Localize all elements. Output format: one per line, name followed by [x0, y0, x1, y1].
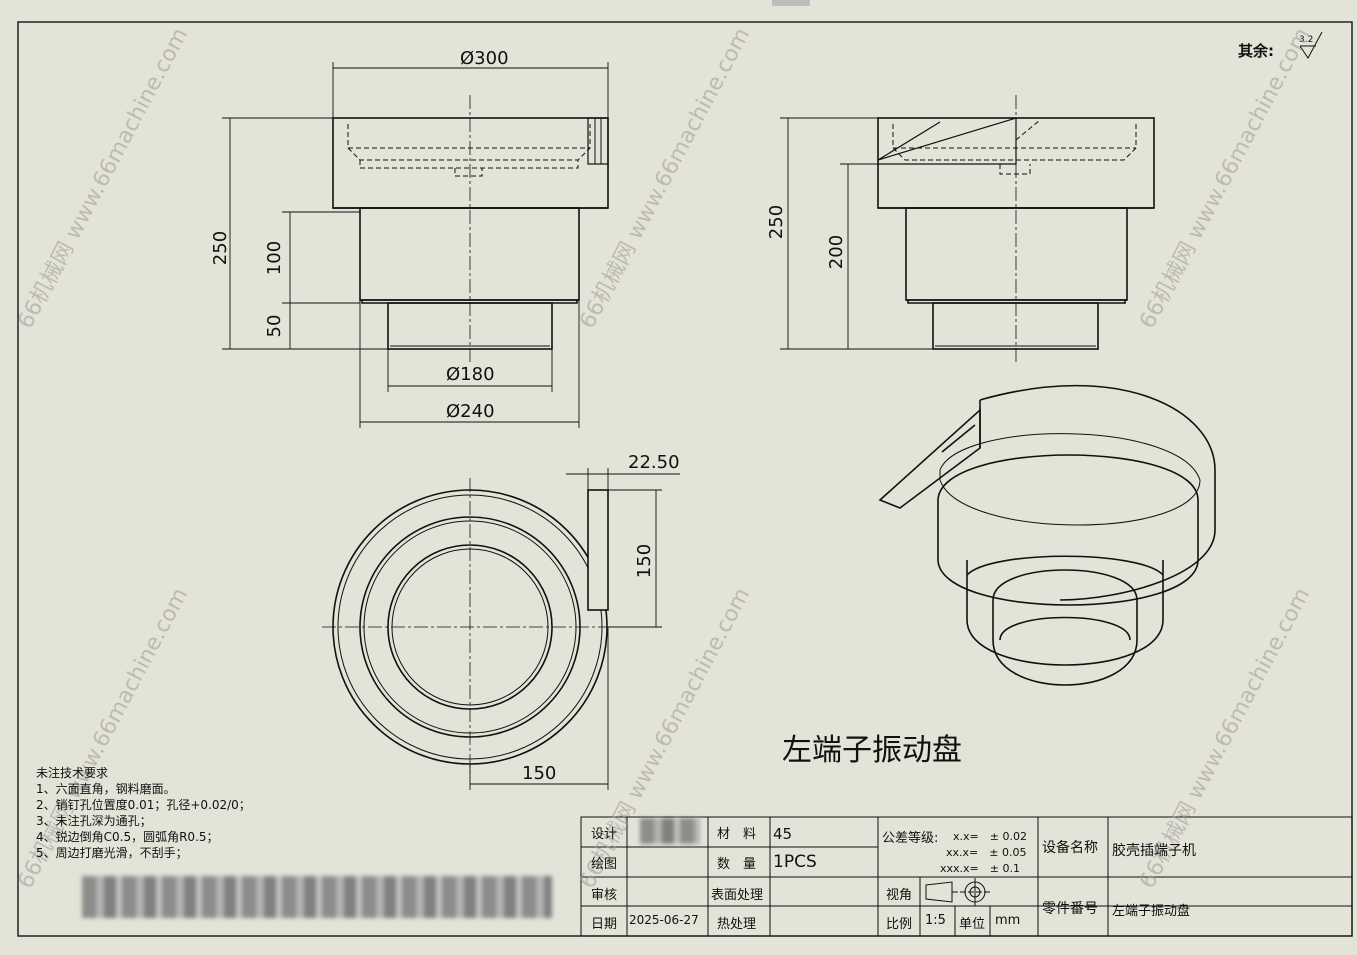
dim-top-tab-width: 22.50	[628, 452, 680, 473]
technical-notes: 未注技术要求 1、六面直角，钢料磨面。 2、销钉孔位置度0.01；孔径+0.02…	[36, 765, 251, 861]
front-view	[332, 95, 609, 365]
tb-quantity-value: 1PCS	[773, 852, 817, 872]
tb-scale-label: 比例	[886, 917, 913, 932]
isometric-view	[878, 384, 1216, 686]
dim-side-total-height: 250	[766, 205, 787, 239]
notes-title: 未注技术要求	[36, 766, 109, 780]
notes-item: 3、未注孔深为通孔；	[36, 814, 152, 828]
notes-item: 1、六面直角，钢料磨面。	[36, 782, 176, 796]
side-view	[877, 95, 1155, 365]
redacted-name	[640, 818, 700, 844]
tb-tolerance-label: 公差等级:	[882, 831, 939, 846]
tb-design-label: 设计	[591, 827, 618, 842]
tb-view-label: 视角	[886, 888, 913, 903]
tb-date-label: 日期	[591, 917, 618, 932]
top-dimensions	[469, 468, 680, 790]
toolbar-fragment	[772, 0, 810, 6]
tb-unit-label: 单位	[959, 917, 986, 932]
dim-front-base-dia: Ø180	[446, 364, 495, 385]
watermark-text: 66机械网 www.66machine.com	[575, 24, 755, 333]
watermark-text: 66机械网 www.66machine.com	[1135, 24, 1315, 333]
tb-quantity-label: 数 量	[717, 857, 757, 872]
watermark-text: 66机械网 www.66machine.com	[13, 24, 193, 333]
tb-surface-label: 表面处理	[711, 888, 764, 903]
dim-front-total-height: 250	[210, 231, 231, 265]
tb-tolerance-1: x.x= ± 0.02	[953, 830, 1027, 843]
tb-unit-value: mm	[995, 913, 1021, 928]
tb-tolerance-3: xxx.x= ± 0.1	[940, 862, 1020, 875]
top-view	[322, 478, 620, 778]
tb-date-value: 2025-06-27	[629, 913, 699, 927]
tb-part-no-label: 零件番号	[1042, 901, 1098, 917]
notes-item: 4、锐边倒角C0.5，圆弧角R0.5；	[36, 830, 219, 844]
front-dimensions	[222, 62, 609, 428]
dim-top-tab-length: 150	[634, 544, 655, 578]
tb-equipment-value: 胶壳插端子机	[1112, 843, 1196, 859]
title-block-grid	[580, 816, 1353, 937]
projection-symbol	[925, 878, 992, 906]
notes-item: 5、周边打磨光滑，不刮手；	[36, 846, 188, 860]
dim-top-radius-offset: 150	[522, 763, 556, 784]
tb-review-label: 审核	[591, 888, 618, 903]
tb-draw-label: 绘图	[591, 857, 618, 872]
tb-part-no-value: 左端子振动盘	[1112, 904, 1191, 919]
dim-side-height: 200	[826, 235, 847, 269]
side-dimensions	[780, 117, 933, 350]
dim-front-base-height: 50	[264, 315, 285, 338]
corner-note-label: 其余:	[1238, 42, 1274, 60]
redacted-region	[82, 876, 552, 918]
dim-front-mid-dia: Ø240	[446, 401, 495, 422]
tb-material-value: 45	[773, 825, 793, 843]
tb-scale-value: 1:5	[925, 913, 946, 928]
roughness-symbol	[1299, 31, 1323, 59]
dim-front-step-height: 100	[264, 241, 285, 275]
notes-item: 2、销钉孔位置度0.01；孔径+0.02/0；	[36, 798, 251, 812]
corner-note-roughness: 3.2	[1299, 35, 1313, 45]
dim-front-top-width: Ø300	[460, 48, 509, 69]
tb-material-label: 材 料	[717, 827, 757, 842]
tb-tolerance-2: xx.x= ± 0.05	[946, 846, 1027, 859]
tb-heat-label: 热处理	[717, 917, 757, 932]
drawing-title: 左端子振动盘	[782, 733, 962, 768]
tb-equipment-label: 设备名称	[1042, 840, 1098, 856]
